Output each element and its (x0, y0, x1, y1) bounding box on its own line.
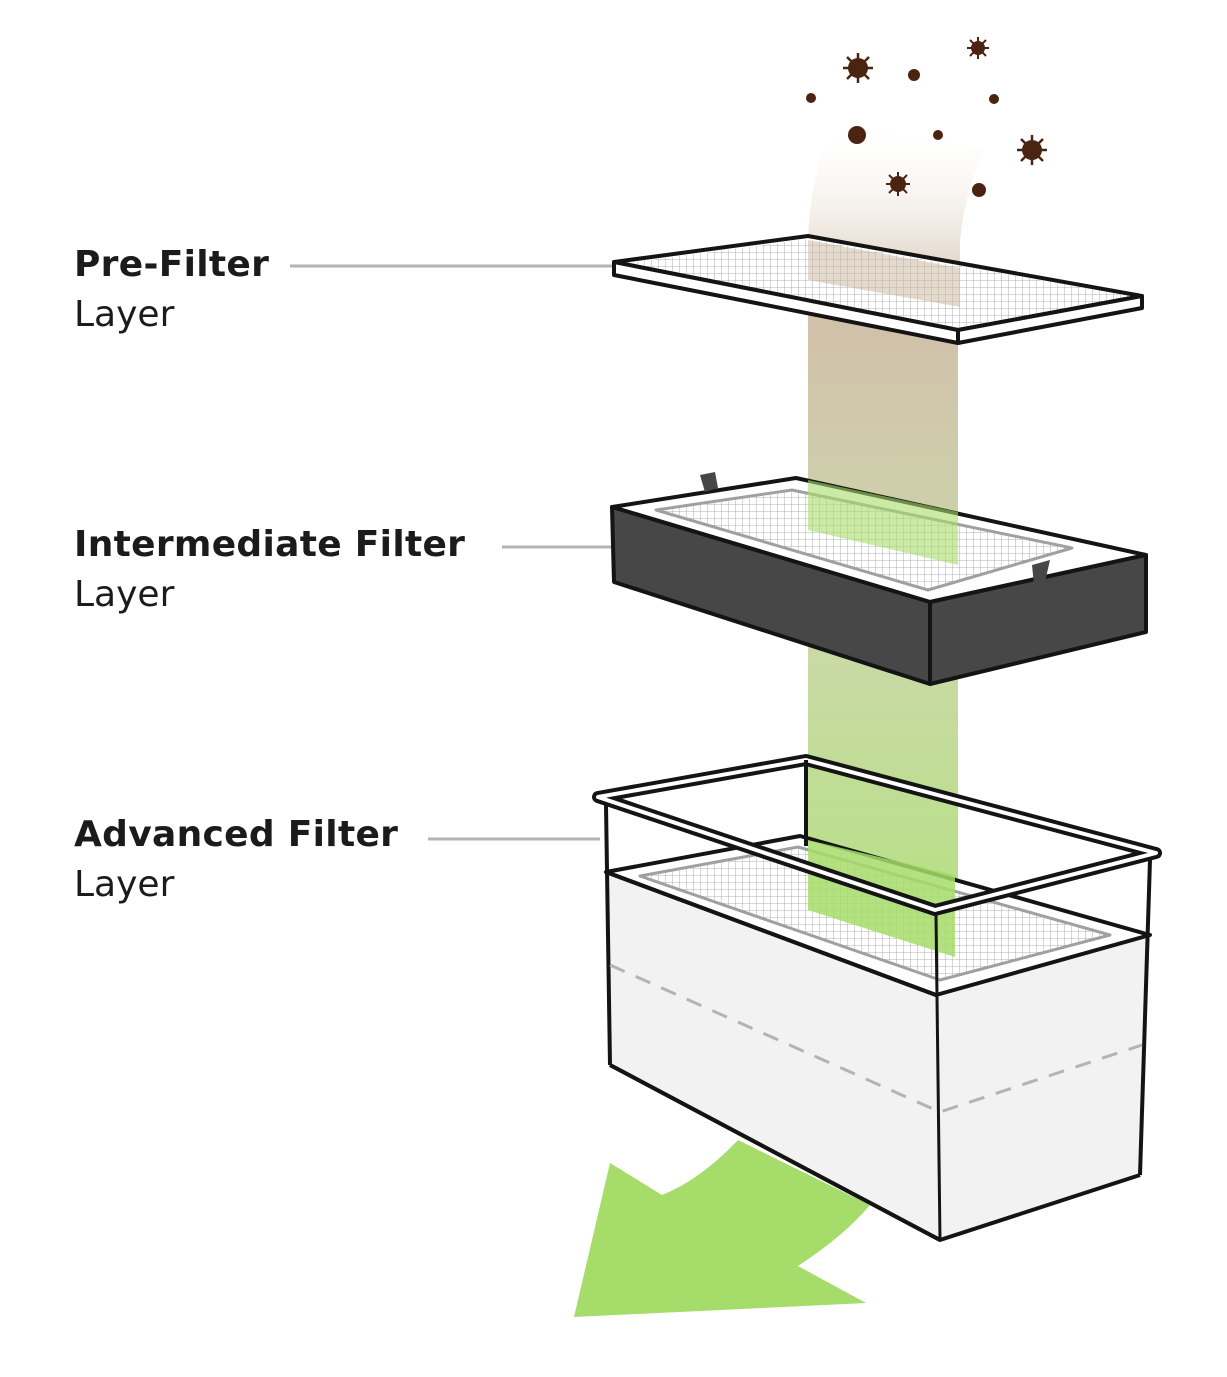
advanced-filter-title: Advanced Filter (74, 814, 399, 855)
clean-air-outlet-arrow (574, 1140, 870, 1317)
pre-filter-label: Pre-Filter Layer (74, 240, 269, 340)
dust-particle (806, 93, 816, 103)
germ-icon (886, 172, 910, 196)
advanced-filter-subtitle: Layer (74, 864, 175, 905)
intermediate-filter-title: Intermediate Filter (74, 524, 466, 565)
germ-icon (1017, 135, 1047, 165)
dust-particle (848, 126, 866, 144)
pre-filter-panel (612, 234, 1144, 345)
advanced-filter-label: Advanced Filter Layer (74, 810, 398, 910)
dust-particle (933, 130, 943, 140)
intermediate-filter-label: Intermediate Filter Layer (74, 520, 465, 620)
germ-icon (843, 53, 873, 83)
dust-particle (972, 183, 986, 197)
germ-icon (967, 37, 989, 59)
intermediate-filter-frame (610, 472, 1148, 686)
intermediate-filter-subtitle: Layer (74, 574, 175, 615)
pre-filter-title: Pre-Filter (74, 244, 270, 285)
filter-pull-tab (700, 472, 718, 492)
dust-particle (908, 69, 920, 81)
filter-pull-tab (1032, 560, 1050, 585)
pre-filter-subtitle: Layer (74, 294, 175, 335)
advanced-filter-container (592, 754, 1162, 1242)
fill-level-dashed-line (609, 963, 1143, 1114)
dust-particle (989, 94, 999, 104)
particles (806, 37, 1047, 197)
